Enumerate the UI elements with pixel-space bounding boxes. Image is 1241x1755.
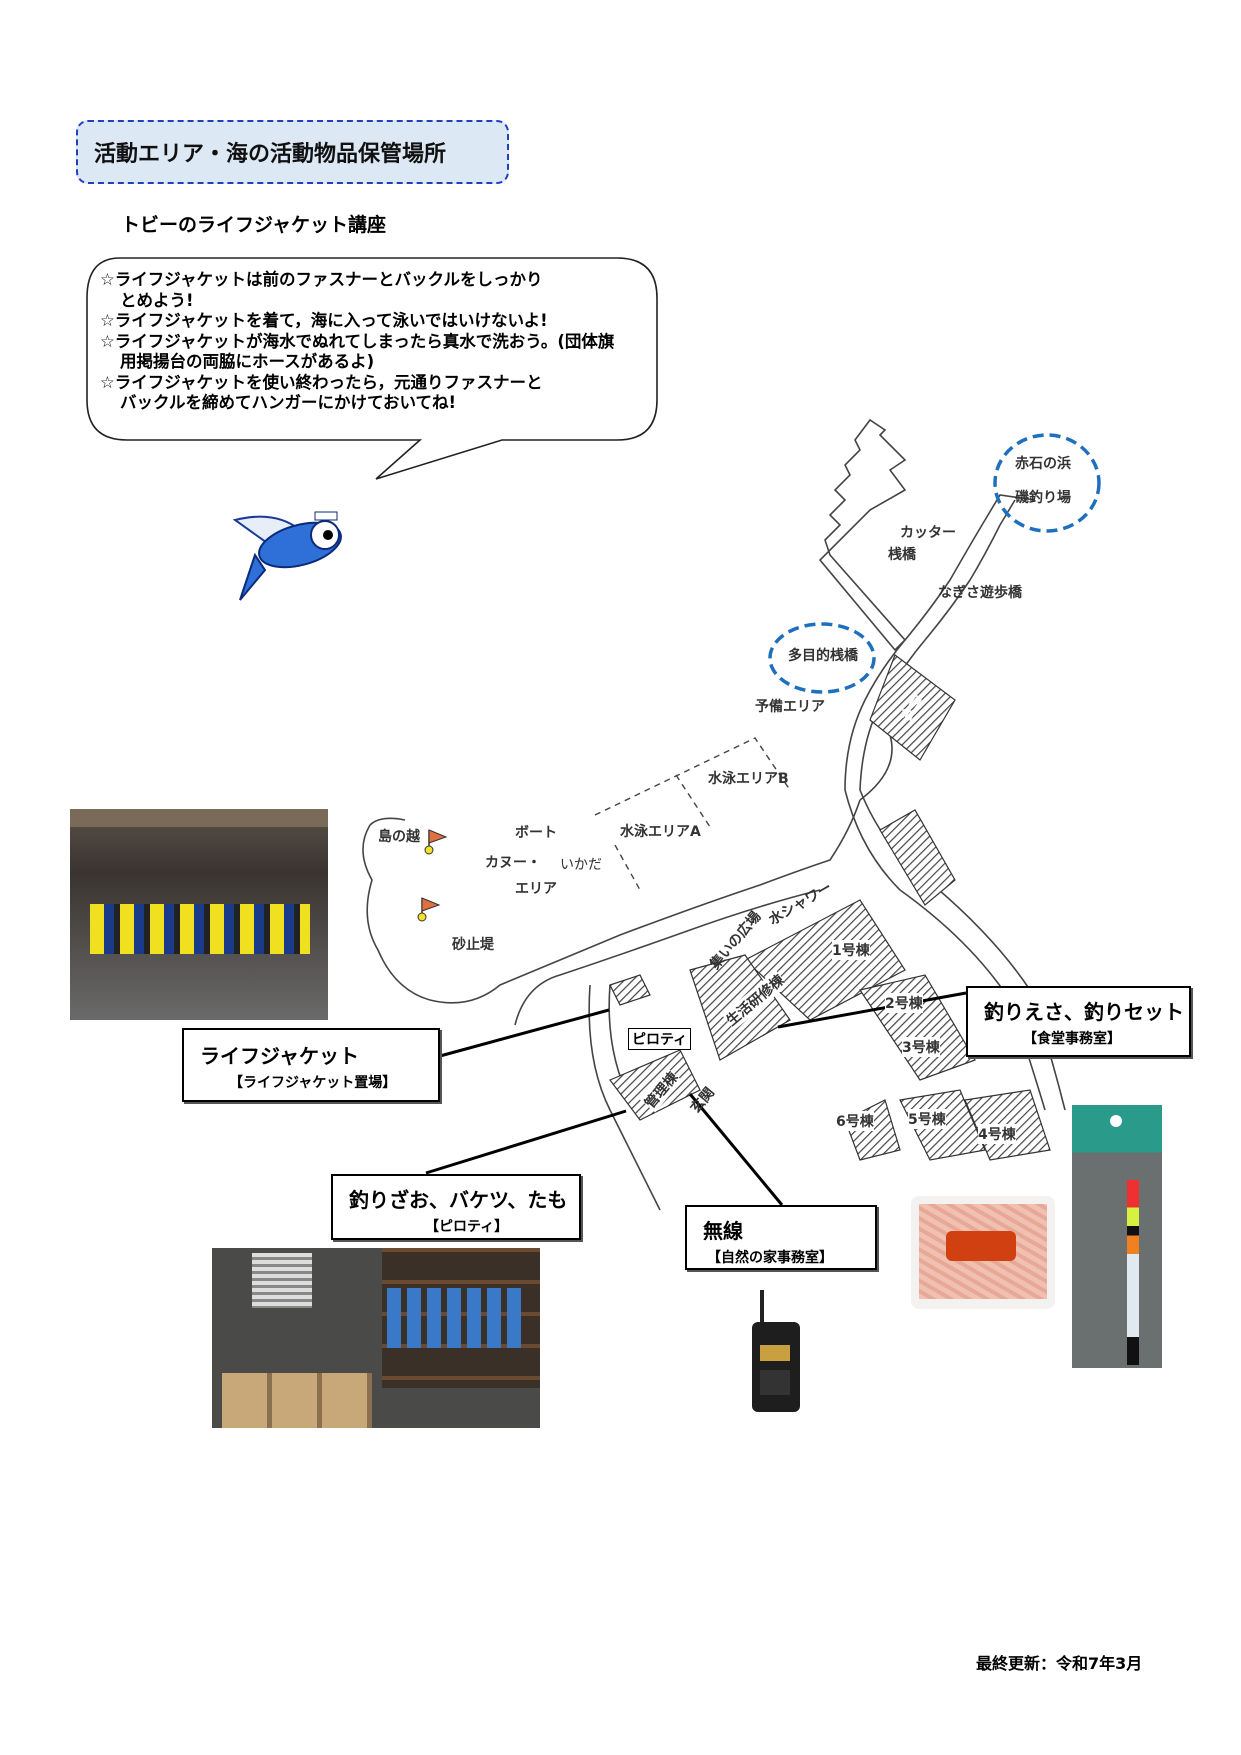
map-label-area: エリア	[515, 881, 557, 897]
cutter-pier	[818, 418, 907, 652]
speech-bubble	[86, 257, 658, 480]
map-label-swim-a: 水泳エリアA	[620, 824, 701, 840]
tip-line: バックルを締めてハンガーにかけておいてね!	[120, 393, 457, 412]
callout-main: 釣りざお、バケツ、たも	[349, 1188, 568, 1212]
map-label-boat: ボート	[515, 825, 557, 841]
section-subtitle: トビーのライフジャケット講座	[121, 214, 387, 236]
map-label-bldg4: 4号棟	[978, 1124, 1016, 1144]
last-updated: 最終更新：令和7年3月	[976, 1654, 1143, 1673]
page-title: 活動エリア・海の活動物品保管場所	[94, 142, 447, 167]
float-set-image	[1072, 1105, 1162, 1368]
tobby-flying-fish-mascot	[232, 511, 342, 601]
map-label-bldg5: 5号棟	[908, 1109, 946, 1129]
map-label-yobi: 予備エリア	[755, 699, 825, 715]
leader-lines	[425, 991, 967, 1206]
map-label-bldg1: 1号棟	[832, 940, 870, 960]
map-label-ikada: いかだ	[560, 857, 602, 873]
tip-line: 用掲揚台の両脇にホースがあるよ)	[120, 352, 375, 371]
map-label-bldg2: 2号棟	[885, 993, 923, 1013]
lifejacket-tips: ☆ライフジャケットは前のファスナーとバックルをしっかり とめよう! ☆ライフジャ…	[100, 270, 660, 414]
map-label-akaishi: 赤石の浜	[1015, 456, 1071, 472]
swim-area-boundary	[594, 737, 791, 891]
tamokuteki-circle	[768, 622, 876, 694]
map-label-canoe: カヌー・	[485, 855, 541, 871]
tip-line: ☆ライフジャケットは前のファスナーとバックルをしっかり	[100, 270, 543, 289]
float-pack-logo	[1082, 1210, 1112, 1260]
tip-line: ☆ライフジャケットを使い終わったら，元通りファスナーと	[100, 372, 543, 392]
page-title-box: 活動エリア・海の活動物品保管場所	[76, 120, 509, 184]
callout-main: 釣りえさ、釣りセット	[984, 1000, 1184, 1024]
lifejacket-storage-photo	[70, 809, 328, 1020]
bait-pack-image	[911, 1196, 1055, 1309]
callout-location: 【食堂事務室】	[1023, 1031, 1121, 1047]
map-label-nagisa: なぎさ遊歩橋	[938, 585, 1022, 601]
flag-icon	[417, 897, 441, 922]
map-label-isozuri: 磯釣り場	[1015, 490, 1071, 506]
map-label-tamokuteki: 多目的桟橋	[788, 648, 858, 664]
callout-location: 【自然の家事務室】	[707, 1250, 833, 1266]
map-label-cutter-pier: 桟橋	[888, 547, 916, 563]
callout-lifejacket: ライフジャケット 【ライフジャケット置場】	[182, 1028, 440, 1102]
map-label-bldg6: 6号棟	[836, 1111, 874, 1131]
map-label-bldg3: 3号棟	[902, 1037, 940, 1057]
piloti-storage-photo	[212, 1248, 540, 1428]
callout-location: 【ピロティ】	[425, 1219, 509, 1235]
callout-main: ライフジャケット	[200, 1044, 359, 1068]
callout-rods: 釣りざお、バケツ、たも 【ピロティ】	[331, 1174, 581, 1240]
map-label-cutter: カッター	[900, 525, 956, 541]
callout-location: 【ライフジャケット置場】	[229, 1075, 397, 1091]
map-label-swim-b: 水泳エリアB	[708, 771, 789, 787]
radio-image	[752, 1290, 800, 1412]
tip-line: とめよう!	[120, 290, 194, 310]
callout-bait: 釣りえさ、釣りセット 【食堂事務室】	[966, 986, 1191, 1057]
callout-main: 無線	[703, 1219, 743, 1243]
tip-line: ☆ライフジャケットを着て，海に入って泳いではいけないよ!	[100, 311, 548, 330]
akaishi-circle	[993, 433, 1101, 533]
callout-radio: 無線 【自然の家事務室】	[685, 1205, 877, 1270]
tip-line: ☆ライフジャケットが海水でぬれてしまったら真水で洗おう。(団体旗	[100, 331, 615, 351]
map-label-sunadome: 砂止堤	[452, 937, 494, 953]
flag-icon	[424, 829, 448, 855]
map-label-piloti: ピロティ	[628, 1028, 692, 1050]
map-label-shimanokoshi: 島の越	[378, 829, 420, 845]
